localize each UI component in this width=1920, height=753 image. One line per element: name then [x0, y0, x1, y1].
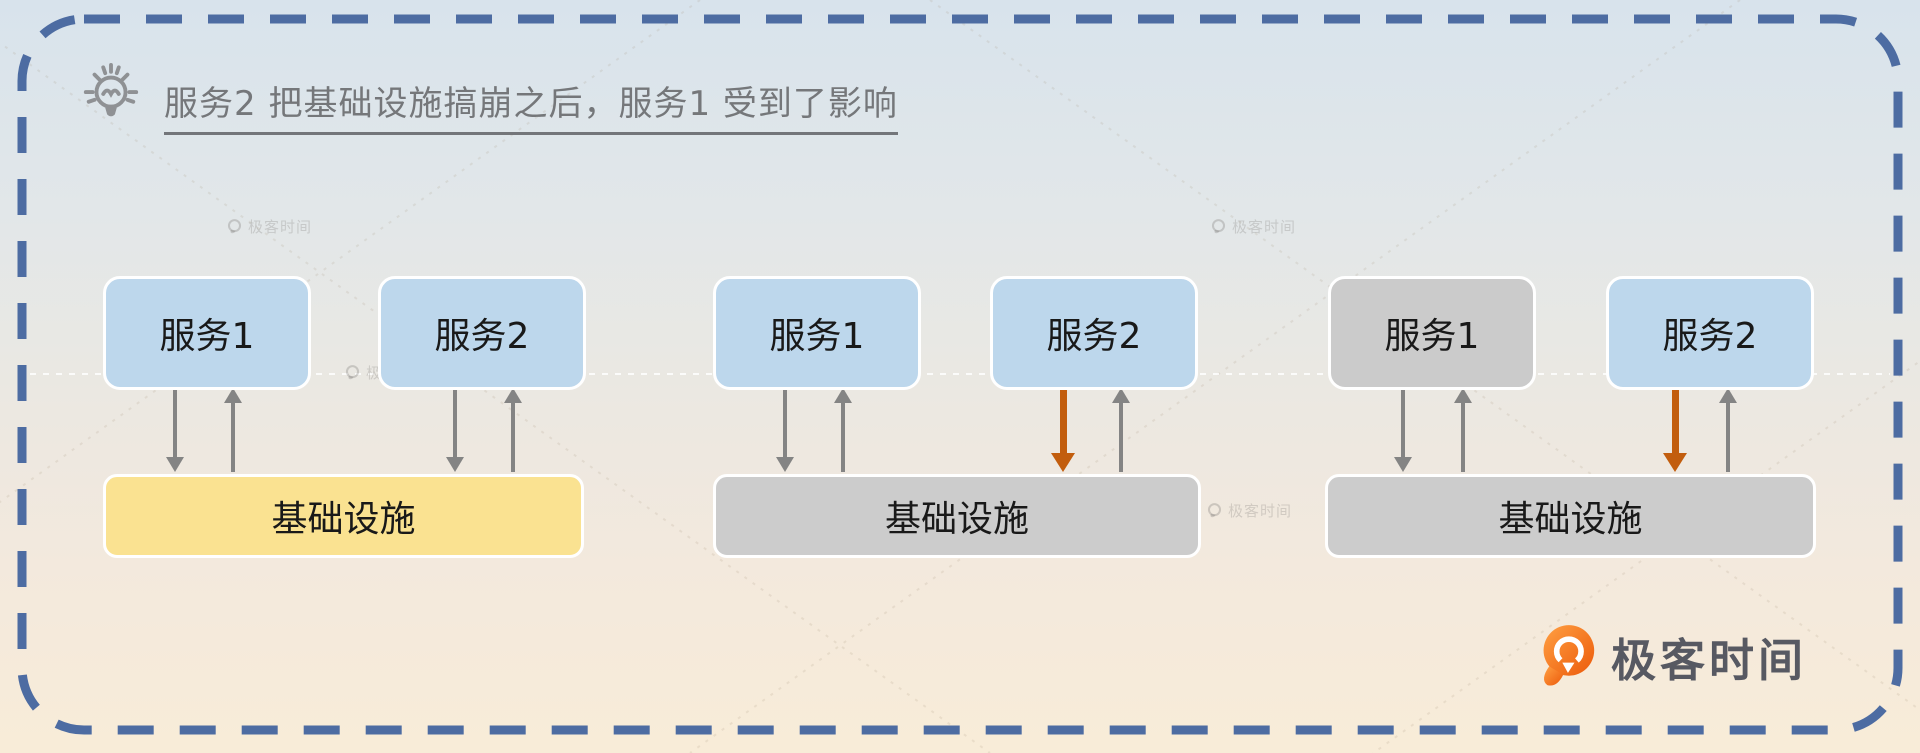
dashed-border-frame — [17, 14, 1903, 735]
diagram-header: 服务2 把基础设施搞崩之后，服务1 受到了影响 — [80, 58, 898, 135]
watermark-logo-icon — [345, 365, 360, 380]
infra-box-g3: 基础设施 — [1325, 474, 1816, 558]
geektime-logo-icon — [1543, 625, 1595, 686]
service-label: 服务2 — [434, 316, 530, 357]
arrow-up-g2-service2 — [1108, 388, 1134, 472]
watermark-logo-icon — [1211, 219, 1226, 234]
infra-box-g1: 基础设施 — [103, 474, 584, 558]
service-box-g1-service1: 服务1 — [103, 276, 311, 390]
arrow-down-g3-service1 — [1390, 388, 1416, 472]
watermark-text: 极客时间 — [1228, 502, 1293, 520]
arrow-up-g3-service2 — [1715, 388, 1741, 472]
infra-box-g2: 基础设施 — [713, 474, 1201, 558]
arrow-up-g2-service1 — [830, 388, 856, 472]
brand-name: 极客时间 — [1611, 633, 1808, 687]
service-box-g1-service2: 服务2 — [378, 276, 586, 390]
arrow-down-g2-service2 — [1050, 388, 1076, 472]
watermark: 极客时间 — [1206, 500, 1292, 521]
service-label: 服务1 — [1384, 316, 1480, 357]
service-label: 服务2 — [1046, 316, 1142, 357]
service-label: 服务1 — [769, 316, 865, 357]
watermark-logo-icon — [227, 219, 242, 234]
arrow-up-g1-service2 — [500, 388, 526, 472]
watermark: 极客时间 — [226, 216, 312, 237]
infra-label: 基础设施 — [884, 499, 1029, 540]
lightbulb-icon — [83, 63, 139, 117]
service-label: 服务2 — [1662, 316, 1758, 357]
infra-label: 基础设施 — [271, 499, 416, 540]
watermark-logo-icon — [1207, 503, 1222, 518]
arrow-down-g1-service1 — [162, 388, 188, 472]
service-box-g3-service1: 服务1 — [1328, 276, 1536, 390]
arrow-down-g1-service2 — [442, 388, 468, 472]
arrow-down-g2-service1 — [772, 388, 798, 472]
service-label: 服务1 — [159, 316, 255, 357]
watermark: 极客时间 — [1210, 216, 1296, 237]
arrow-down-g3-service2 — [1662, 388, 1688, 472]
service-box-g2-service2: 服务2 — [990, 276, 1198, 390]
brand-logo: 极客时间 — [1537, 622, 1807, 690]
watermark-text: 极客时间 — [248, 218, 313, 236]
watermark-text: 极客时间 — [1232, 218, 1297, 236]
service-box-g3-service2: 服务2 — [1606, 276, 1814, 390]
diagram-title: 服务2 把基础设施搞崩之后，服务1 受到了影响 — [164, 76, 898, 135]
infra-label: 基础设施 — [1498, 499, 1643, 540]
service-box-g2-service1: 服务1 — [713, 276, 921, 390]
arrow-up-g1-service1 — [220, 388, 246, 472]
arrow-up-g3-service1 — [1450, 388, 1476, 472]
